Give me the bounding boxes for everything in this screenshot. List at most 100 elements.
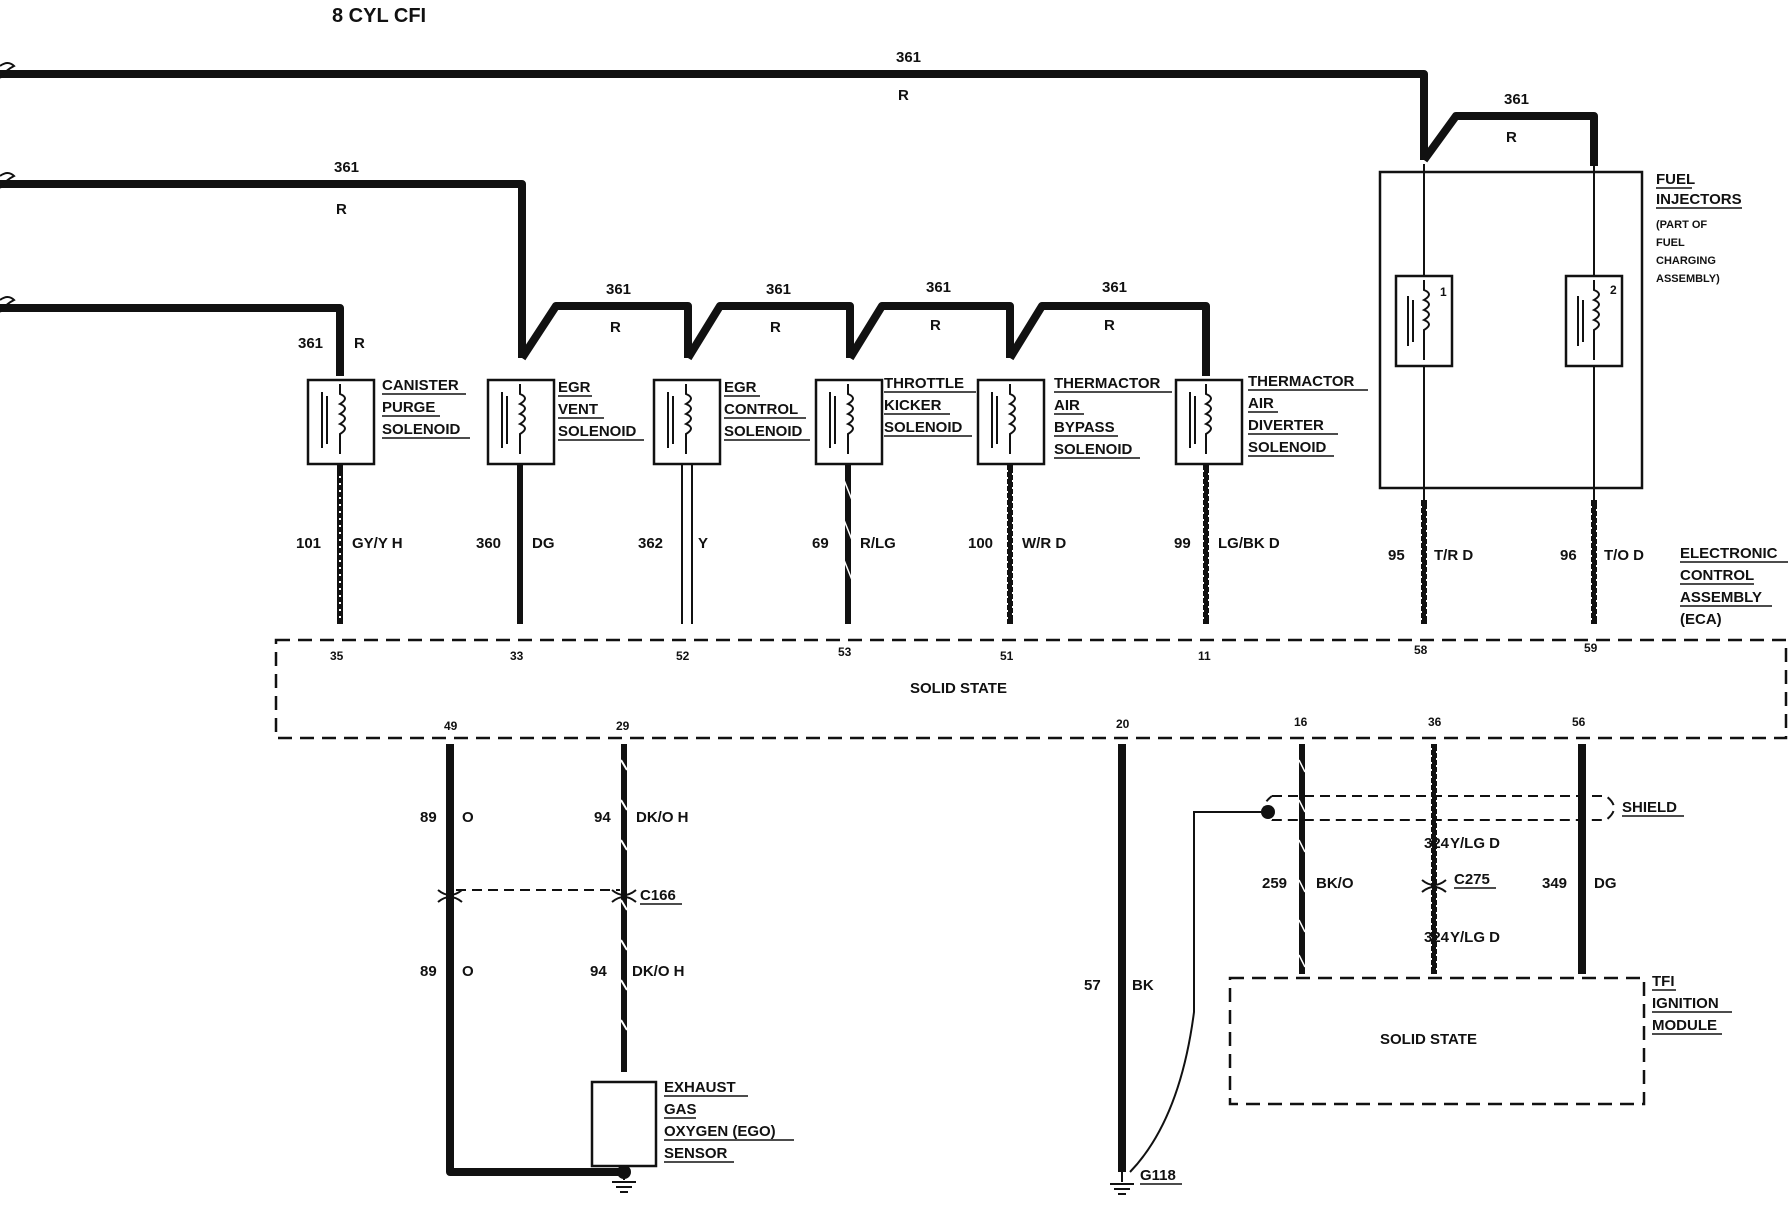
eca-label-3: ASSEMBLY — [1680, 589, 1762, 606]
canister-purge-circuit: 101 — [296, 535, 321, 552]
thermactor-diverter-color: LG/BK D — [1218, 535, 1280, 552]
pin-36: 36 — [1428, 715, 1442, 729]
pin-35: 35 — [330, 649, 344, 663]
wire-361-label: 361 — [926, 279, 951, 296]
wire-259-color: BK/O — [1316, 875, 1354, 892]
wire-94-color: DK/O H — [632, 963, 685, 980]
thermactor-bypass-line-2: AIR — [1054, 397, 1080, 414]
injector-1-color: T/R D — [1434, 547, 1473, 564]
injector-2-circuit: 96 — [1560, 547, 1577, 564]
pin-33: 33 — [510, 649, 524, 663]
fuel-injectors-note-3: CHARGING — [1656, 255, 1716, 267]
diagram-title: 8 CYL CFI — [332, 5, 426, 27]
fuel-injectors-note-2: FUEL — [1656, 237, 1685, 249]
throttle-kicker-line-3: SOLENOID — [884, 419, 963, 436]
injector-1-circuit: 95 — [1388, 547, 1405, 564]
pin-58: 58 — [1414, 643, 1428, 657]
fuel-injectors-title-2: INJECTORS — [1656, 191, 1742, 208]
wire-324-color: Y/LG D — [1450, 835, 1500, 852]
wire-94-circuit: 94 — [590, 963, 607, 980]
wire-361-color: R — [770, 319, 781, 336]
canister-purge-color: GY/Y H — [352, 535, 403, 552]
wire-361-color: R — [930, 317, 941, 334]
wire-349-color: DG — [1594, 875, 1617, 892]
wire-361-label: 361 — [766, 281, 791, 298]
wire-89-color: O — [462, 809, 474, 826]
egr-vent-line-2: VENT — [558, 401, 598, 418]
wire-361-label: 361 — [298, 335, 323, 352]
wire-361-color: R — [1104, 317, 1115, 334]
tfi-label-1: TFI — [1652, 973, 1675, 990]
wire-259-circuit: 259 — [1262, 875, 1287, 892]
wire-361-label: 361 — [1504, 91, 1529, 108]
tfi-body: SOLID STATE — [1380, 1031, 1477, 1048]
injector-1-number: 1 — [1440, 285, 1447, 299]
wire-324-circuit: 324 — [1424, 929, 1450, 946]
pin-52: 52 — [676, 649, 690, 663]
pin-11: 11 — [1198, 649, 1211, 663]
wire-94-circuit: 94 — [594, 809, 611, 826]
ego-sensor-circuit: 89 O 89 O 94 DK/O H 94 DK/O H C166 EXHAU… — [420, 744, 794, 1193]
tfi-label-2: IGNITION — [1652, 995, 1719, 1012]
wire-361-label: 361 — [896, 49, 921, 66]
wire-361-color: R — [1506, 129, 1517, 146]
wire-94-color: DK/O H — [636, 809, 689, 826]
thermactor-diverter-line-3: DIVERTER — [1248, 417, 1324, 434]
ego-label-4: SENSOR — [664, 1145, 728, 1162]
egr-control-color: Y — [698, 535, 708, 552]
tfi-ignition-circuit: 324 Y/LG D C275 324 Y/LG D 259 BK/O 349 … — [1129, 744, 1732, 1173]
thermactor-diverter-line-1: THERMACTOR — [1248, 373, 1355, 390]
thermactor-bypass-line-1: THERMACTOR — [1054, 375, 1161, 392]
wire-361-label: 361 — [1102, 279, 1127, 296]
thermactor-diverter-line-4: SOLENOID — [1248, 439, 1327, 456]
wire-324-color: Y/LG D — [1450, 929, 1500, 946]
wire-349-circuit: 349 — [1542, 875, 1567, 892]
wire-361-color: R — [898, 87, 909, 104]
thermactor-bypass-color: W/R D — [1022, 535, 1066, 552]
pin-16: 16 — [1294, 715, 1308, 729]
injector-2-color: T/O D — [1604, 547, 1644, 564]
canister-purge-solenoid: CANISTER PURGE SOLENOID 101 GY/Y H — [296, 377, 470, 624]
egr-control-line-3: SOLENOID — [724, 423, 803, 440]
wire-89-circuit: 89 — [420, 963, 437, 980]
pin-56: 56 — [1572, 715, 1586, 729]
wire-89-circuit: 89 — [420, 809, 437, 826]
canister-purge-line-1: CANISTER — [382, 377, 459, 394]
eca-label-1: ELECTRONIC — [1680, 545, 1778, 562]
electronic-control-assembly: SOLID STATE ELECTRONIC CONTROL ASSEMBLY … — [274, 545, 1788, 740]
pin-29: 29 — [616, 719, 630, 733]
egr-vent-solenoid: EGR VENT SOLENOID 360 DG — [476, 378, 644, 624]
pin-59: 59 — [1584, 641, 1598, 655]
ego-label-1: EXHAUST — [664, 1079, 736, 1096]
canister-purge-line-2: PURGE — [382, 399, 435, 416]
eca-label-4: (ECA) — [1680, 611, 1722, 628]
eca-body: SOLID STATE — [910, 680, 1007, 697]
thermactor-diverter-line-2: AIR — [1248, 395, 1274, 412]
shield-label: SHIELD — [1622, 799, 1677, 816]
ground-g118: G118 — [1140, 1167, 1176, 1184]
wire-57-circuit: 57 — [1084, 977, 1101, 994]
pin-53: 53 — [838, 645, 852, 659]
wire-361-color: R — [610, 319, 621, 336]
thermactor-bypass-circuit: 100 — [968, 535, 993, 552]
ego-label-3: OXYGEN (EGO) — [664, 1123, 776, 1140]
eca-label-2: CONTROL — [1680, 567, 1754, 584]
thermactor-bypass-line-3: BYPASS — [1054, 419, 1115, 436]
egr-vent-line-1: EGR — [558, 379, 591, 396]
egr-control-line-1: EGR — [724, 379, 757, 396]
wire-361-color: R — [336, 201, 347, 218]
fuel-injectors-note-1: (PART OF — [1656, 219, 1707, 231]
power-feed-wires — [0, 62, 1598, 376]
connector-c275: C275 — [1454, 871, 1490, 888]
wire-361-color: R — [354, 335, 365, 352]
throttle-kicker-color: R/LG — [860, 535, 896, 552]
wire-361-label: 361 — [334, 159, 359, 176]
thermactor-diverter-circuit: 99 — [1174, 535, 1191, 552]
throttle-kicker-solenoid: THROTTLE KICKER SOLENOID 69 R/LG — [812, 375, 976, 624]
fuel-injectors-note-4: ASSEMBLY) — [1656, 273, 1720, 285]
egr-vent-circuit: 360 — [476, 535, 501, 552]
pin-51: 51 — [1000, 649, 1014, 663]
throttle-kicker-line-1: THROTTLE — [884, 375, 964, 392]
egr-control-circuit: 362 — [638, 535, 663, 552]
